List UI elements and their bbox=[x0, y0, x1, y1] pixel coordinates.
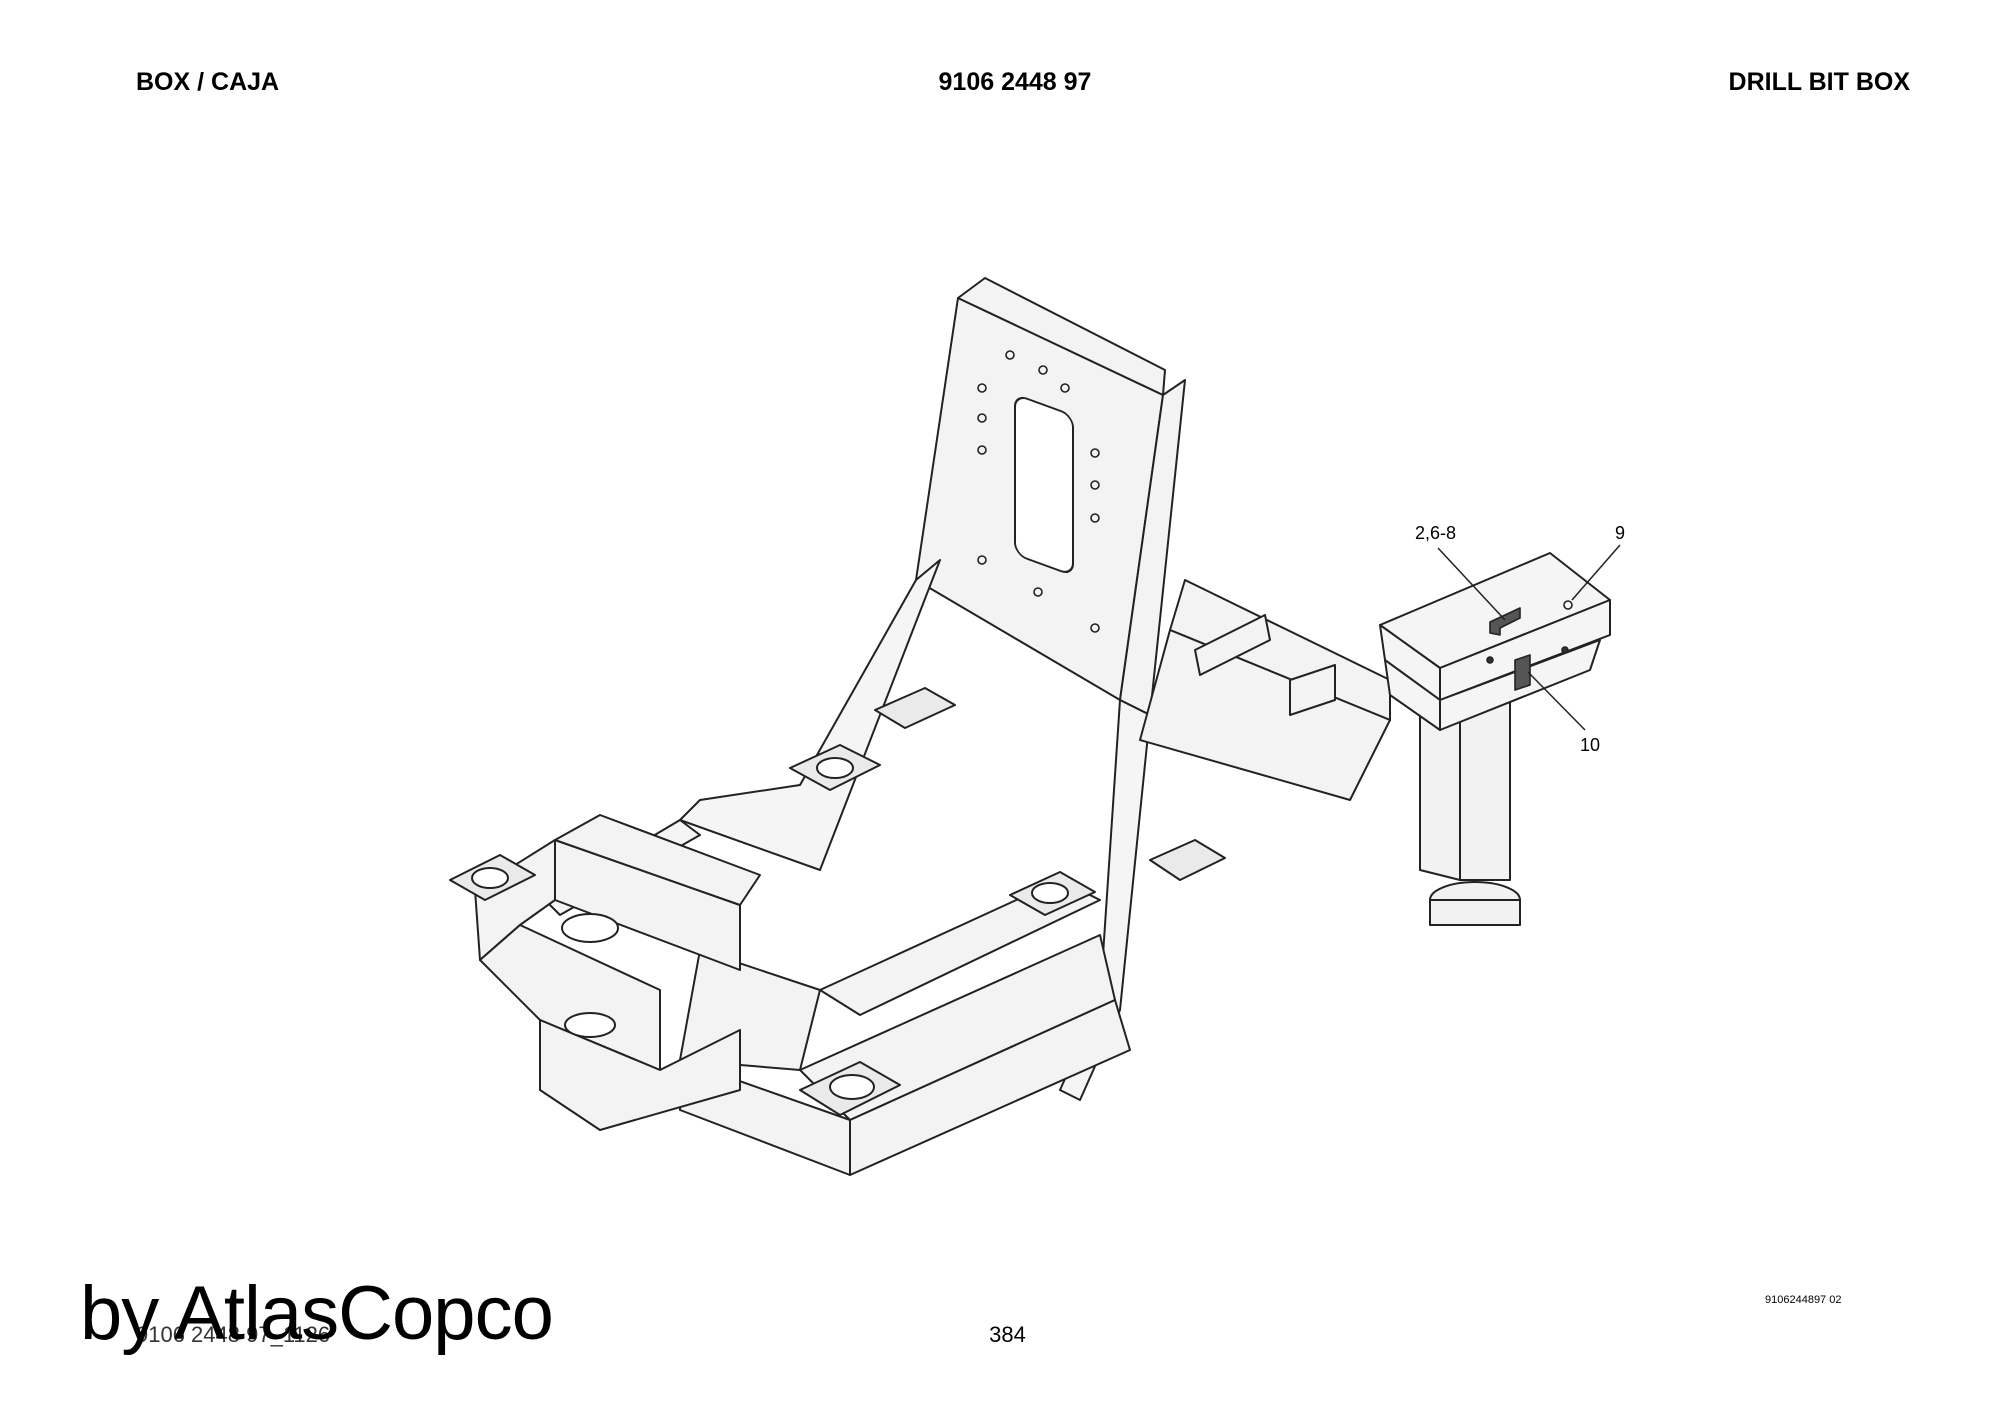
callout-item-10: 10 bbox=[1580, 735, 1601, 755]
frame-cross-arm bbox=[1139, 579, 1391, 801]
frame-lower-beam bbox=[679, 879, 1131, 1176]
drill-bit-box-support-post bbox=[1419, 689, 1521, 926]
callout-leader-lines bbox=[1437, 544, 1621, 731]
document-code: 9106 2448 97_1126 bbox=[136, 1322, 331, 1347]
drill-bit-box-handle bbox=[1486, 600, 1573, 691]
frame-bolt-holes bbox=[977, 350, 1100, 633]
drill-bit-box bbox=[1379, 552, 1611, 731]
frame-tabs bbox=[1194, 614, 1336, 716]
watermark: by AtlasCopco bbox=[80, 1271, 554, 1356]
header-section-title: BOX / CAJA bbox=[136, 68, 280, 96]
header-part-number: 9106 2448 97 bbox=[938, 68, 1092, 96]
frame-front-block bbox=[474, 814, 761, 1131]
frame-mounting-pads bbox=[449, 687, 1226, 1116]
header-assembly-name: DRILL BIT BOX bbox=[1728, 68, 1910, 96]
drawing-reference: 9106244897 02 bbox=[1765, 1294, 1842, 1306]
frame-window bbox=[1014, 396, 1074, 574]
callout-item-9: 9 bbox=[1615, 523, 1626, 543]
page-number: 384 bbox=[989, 1322, 1026, 1347]
callout-items-2-6-8: 2,6-8 bbox=[1415, 523, 1457, 543]
